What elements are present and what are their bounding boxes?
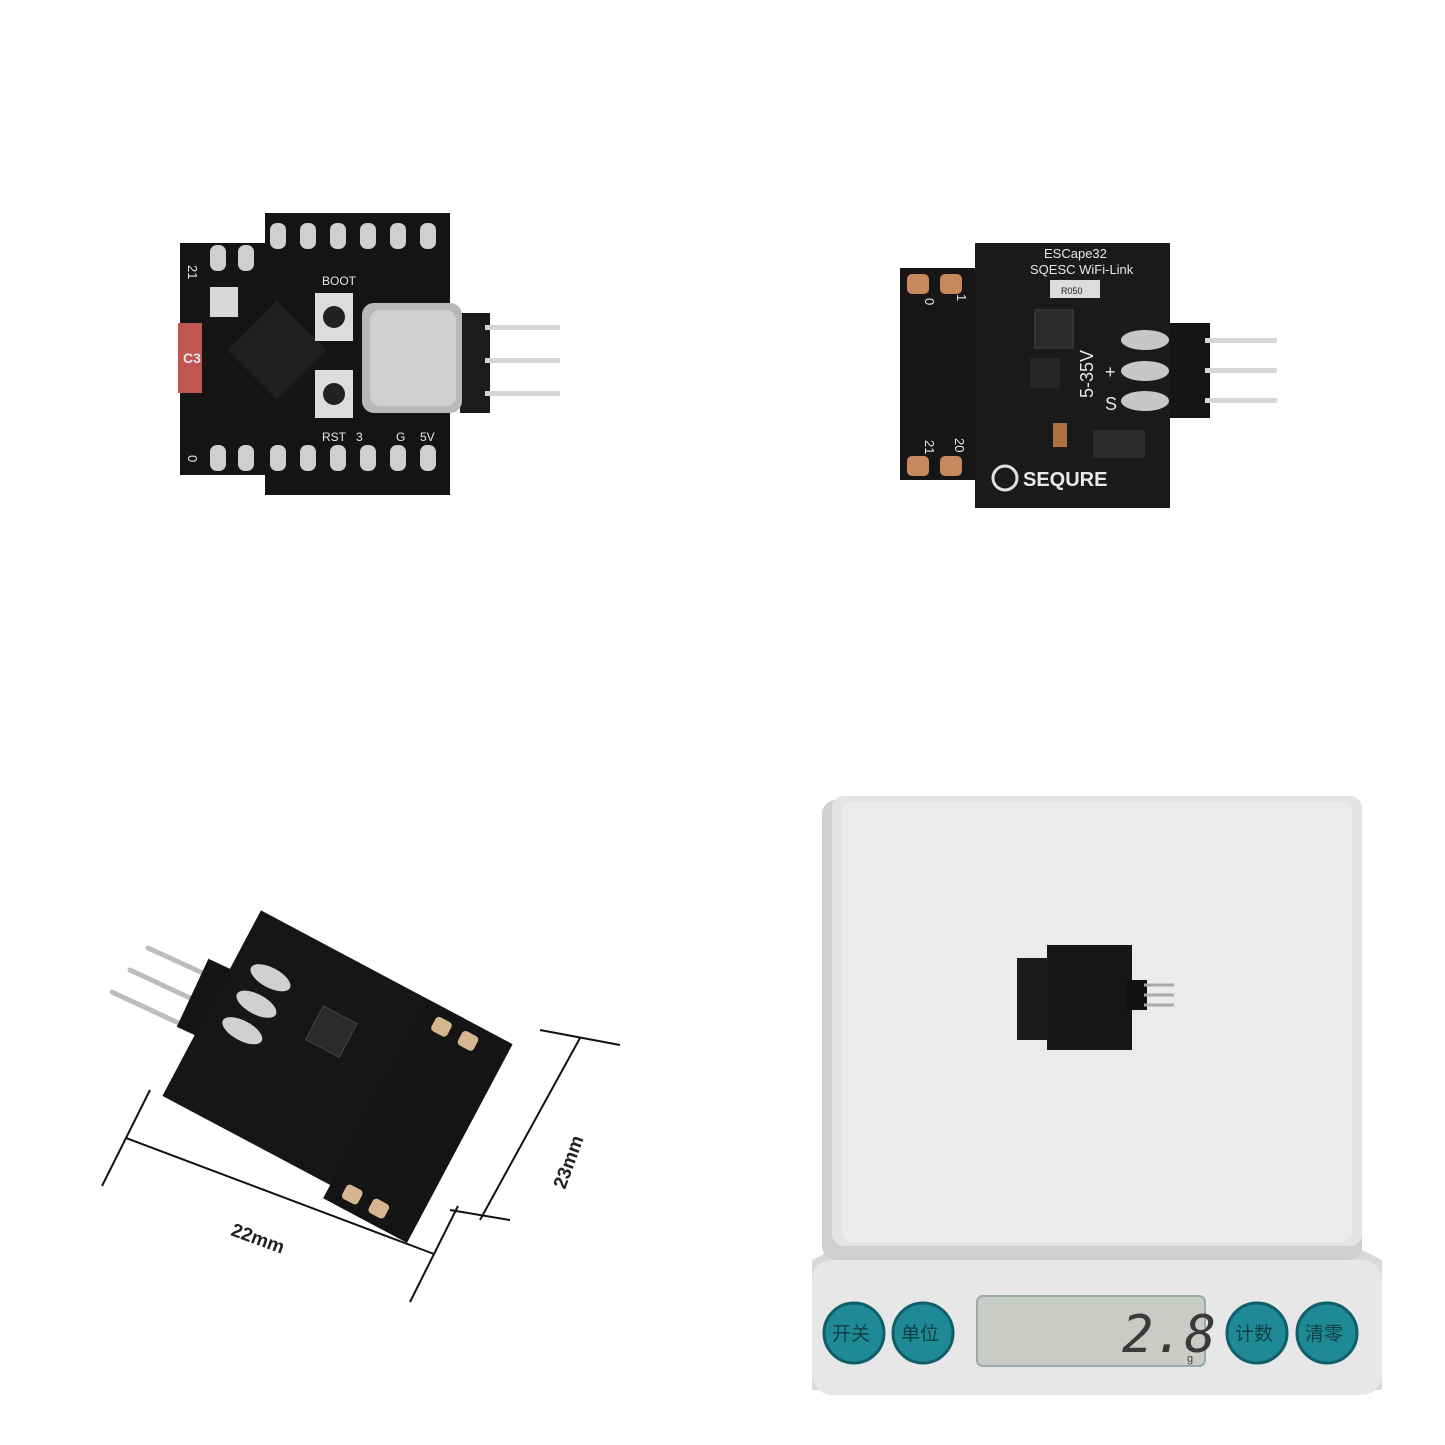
esp-module — [900, 268, 985, 480]
diode — [1093, 430, 1145, 458]
pin-21-label: 21 — [185, 265, 200, 279]
count-button[interactable]: 计数 — [1225, 1301, 1289, 1365]
height-dimension-label: 23mm — [550, 1133, 589, 1192]
wifi-link-board-photo: ESCape32 SQESC WiFi-Link R050 5-35V + S … — [895, 238, 1295, 518]
header-pins — [460, 313, 560, 413]
antenna-chip — [178, 323, 202, 393]
pin-21-label: 21 — [922, 440, 937, 454]
count-button-label: 计数 — [1235, 1323, 1273, 1345]
solder-pads — [1121, 330, 1169, 411]
pin-0-label: 0 — [185, 455, 200, 462]
header-pins — [1170, 323, 1277, 418]
weighing-scale-photo: 2.8 g 开关 单位 计数 清零 — [792, 790, 1392, 1410]
top-pads — [210, 223, 436, 271]
tare-button-label: 清零 — [1305, 1323, 1343, 1345]
power-button-label: 开关 — [832, 1323, 870, 1345]
plus-label: + — [1105, 362, 1116, 382]
voltage-label: 5-35V — [1077, 350, 1097, 398]
5v-label: 5V — [420, 430, 435, 444]
regulator — [1030, 358, 1060, 388]
unit-button-label: 单位 — [901, 1323, 939, 1345]
lcd-display — [976, 1295, 1206, 1367]
dimension-photo: 22mm 23mm — [90, 910, 650, 1310]
resistor-label: R050 — [1061, 286, 1083, 296]
crystal — [210, 287, 238, 317]
bottom-pads — [210, 445, 436, 471]
pin-20-label: 20 — [952, 438, 967, 452]
pin-1-label: 1 — [954, 294, 969, 301]
inductor — [1034, 309, 1074, 349]
wifi-link-board-illustration: ESCape32 SQESC WiFi-Link R050 5-35V + S … — [900, 243, 1277, 508]
esp-module — [323, 999, 513, 1243]
lcd-value: 2.8 — [1122, 1305, 1216, 1365]
signal-label: S — [1105, 394, 1117, 414]
weighing-scale-illustration: 2.8 g 开关 单位 计数 清零 — [812, 796, 1382, 1395]
sequre-logo-icon — [991, 464, 1019, 492]
title-line2: SQESC WiFi-Link — [1030, 262, 1134, 277]
rst-label: RST — [322, 430, 347, 444]
dimension-illustration: 22mm 23mm — [101, 910, 621, 1303]
module-pads — [907, 274, 962, 476]
tare-button[interactable]: 清零 — [1295, 1301, 1359, 1365]
g-label: G — [396, 430, 405, 444]
title-line1: ESCape32 — [1044, 246, 1107, 261]
power-button[interactable]: 开关 — [822, 1301, 886, 1365]
pin-0-label: 0 — [922, 298, 937, 305]
lcd-unit: g — [1187, 1353, 1193, 1365]
width-dimension-label: 22mm — [228, 1220, 287, 1259]
esp32-c3-board-illustration: C3 21 0 BOOT RST 3 G 5V — [178, 213, 560, 495]
pin-3-label: 3 — [356, 430, 363, 444]
esp32-c3-board-photo: C3 21 0 BOOT RST 3 G 5V — [170, 205, 570, 505]
dimension-lines — [101, 1029, 621, 1303]
chip-mark-label: C3 — [183, 350, 201, 366]
board-on-scale — [1017, 945, 1174, 1050]
boot-label: BOOT — [322, 274, 357, 288]
brand-label: SEQURE — [1023, 469, 1107, 491]
unit-button[interactable]: 单位 — [891, 1301, 955, 1365]
